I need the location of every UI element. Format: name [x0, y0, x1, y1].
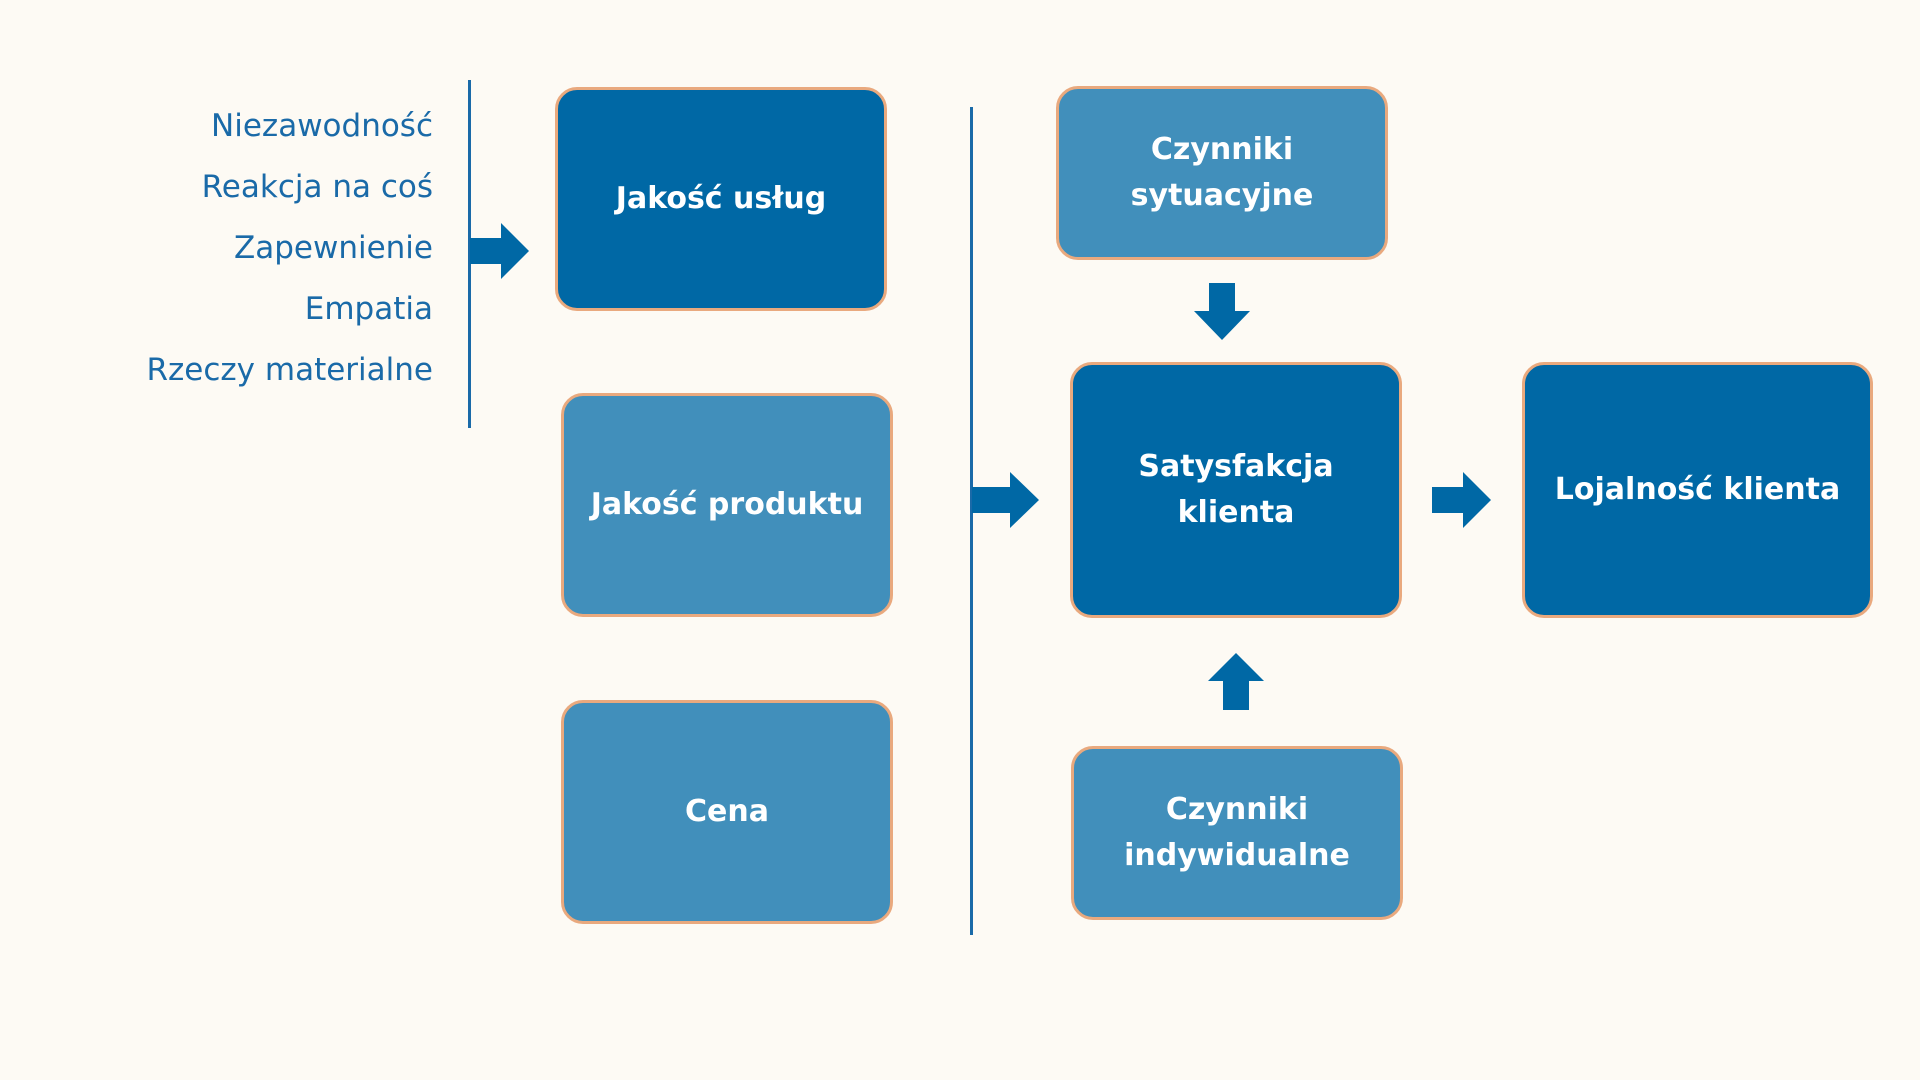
- dimension-responsiveness: Reakcja na coś: [201, 169, 433, 205]
- price-label: Cena: [685, 794, 769, 829]
- dimension-reliability: Niezawodność: [211, 108, 433, 144]
- arrow-down-icon: [1194, 283, 1250, 340]
- arrow-right-icon: [972, 472, 1039, 528]
- dimension-empathy: Empatia: [304, 291, 433, 327]
- dimension-assurance: Zapewnienie: [233, 230, 433, 266]
- customer-loyalty-label: Lojalność klienta: [1554, 472, 1841, 507]
- drivers-bracket-line: [970, 107, 973, 935]
- situational-factors-box: Czynniki sytuacyjne: [1056, 86, 1388, 260]
- service-quality-dimensions: Niezawodność Reakcja na coś Zapewnienie …: [146, 96, 433, 401]
- customer-satisfaction-box: Satysfakcja klienta: [1070, 362, 1402, 618]
- dimensions-bracket-line: [468, 80, 471, 428]
- price-box: Cena: [561, 700, 893, 924]
- service-quality-label: Jakość usług: [615, 181, 827, 216]
- product-quality-box: Jakość produktu: [561, 393, 893, 617]
- customer-satisfaction-label: Satysfakcja klienta: [1138, 449, 1334, 530]
- product-quality-label: Jakość produktu: [590, 487, 864, 522]
- individual-factors-box: Czynniki indywidualne: [1071, 746, 1403, 920]
- customer-loyalty-box: Lojalność klienta: [1522, 362, 1873, 618]
- dimension-tangibles: Rzeczy materialne: [146, 352, 433, 388]
- arrow-right-icon: [1432, 472, 1491, 528]
- individual-factors-label: Czynniki indywidualne: [1124, 792, 1350, 873]
- situational-factors-label: Czynniki sytuacyjne: [1130, 132, 1314, 213]
- service-quality-box: Jakość usług: [555, 87, 887, 311]
- arrow-right-icon: [470, 223, 529, 279]
- arrow-up-icon: [1208, 653, 1264, 710]
